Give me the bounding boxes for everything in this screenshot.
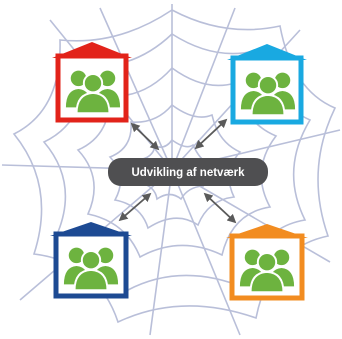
people-icon xyxy=(64,69,122,114)
double-arrow-icon xyxy=(130,122,160,151)
house-bottom-left xyxy=(50,222,132,299)
people-icon xyxy=(62,246,120,291)
double-arrow-icon xyxy=(194,118,228,150)
connector-arrows xyxy=(118,118,237,224)
people-icon xyxy=(238,248,296,293)
center-label: Udvikling af netværk xyxy=(131,167,245,179)
house-top-left xyxy=(52,42,132,123)
center-hub: Udvikling af netværk xyxy=(108,158,268,186)
house-bottom-right xyxy=(226,224,308,301)
double-arrow-icon xyxy=(118,192,152,222)
double-arrow-icon xyxy=(203,192,237,224)
people-icon xyxy=(239,71,297,116)
house-top-right xyxy=(227,44,307,125)
